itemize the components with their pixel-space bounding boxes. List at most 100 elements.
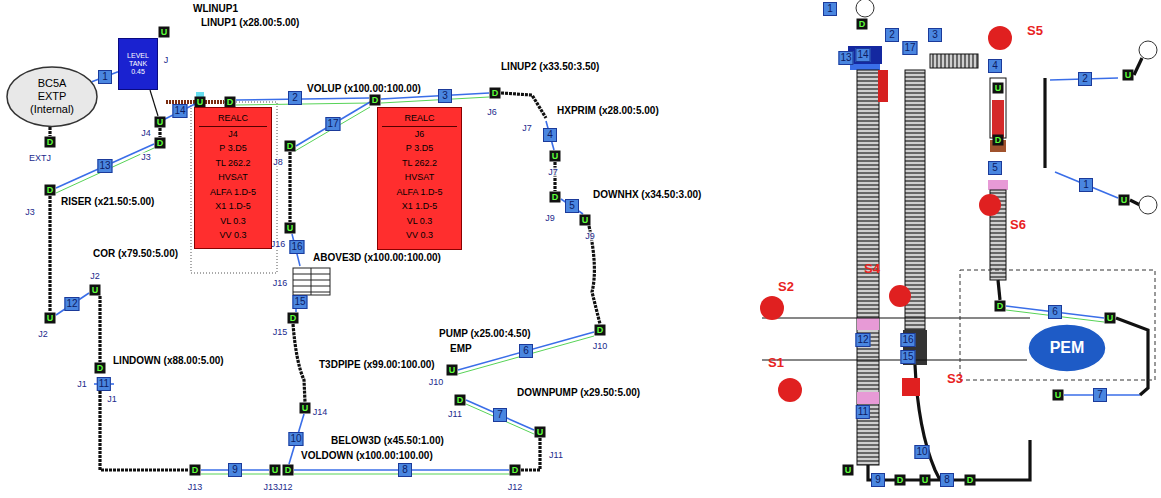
junction-label: J14 bbox=[312, 408, 329, 417]
junction-label: J1 bbox=[106, 395, 118, 404]
pipe bbox=[998, 280, 1000, 300]
callout-number: 6 bbox=[519, 344, 533, 358]
junction-label: J16 bbox=[272, 279, 289, 288]
junction-link bbox=[466, 400, 534, 430]
node-text: P 3.D5 bbox=[406, 141, 433, 156]
node-text: HVSAT bbox=[218, 170, 247, 185]
junction-label: J9 bbox=[544, 214, 556, 223]
junction-label: J7 bbox=[547, 168, 559, 177]
signal-line bbox=[56, 148, 154, 193]
callout-number: 8 bbox=[940, 473, 954, 487]
junction-marker: U bbox=[300, 403, 311, 414]
callout-number: 7 bbox=[1093, 388, 1107, 402]
junction-label: J13 bbox=[187, 483, 204, 492]
guide-line bbox=[762, 317, 1030, 318]
junction-label: J3 bbox=[140, 153, 152, 162]
pipe bbox=[50, 93, 600, 470]
junction-link bbox=[163, 103, 197, 120]
pipe bbox=[150, 90, 158, 116]
pipe bbox=[521, 438, 540, 470]
junction-link bbox=[56, 293, 89, 315]
junction-label: J16 bbox=[270, 240, 287, 249]
junction-label: J11 bbox=[447, 410, 463, 419]
callout-number: 8 bbox=[398, 463, 412, 477]
junction-marker: D bbox=[370, 95, 381, 106]
callout-number: 4 bbox=[543, 128, 557, 142]
junction-marker: D bbox=[190, 465, 201, 476]
callout-number: 5 bbox=[988, 161, 1002, 175]
junction-marker: D bbox=[857, 19, 868, 30]
pipe bbox=[158, 128, 161, 137]
callout-number: 17 bbox=[902, 41, 917, 55]
component-label: BELOW3D (x45.50:1.00) bbox=[330, 436, 445, 446]
callout-number: 14 bbox=[855, 48, 870, 62]
pipe-band bbox=[988, 180, 1008, 190]
junction-marker: U bbox=[1053, 390, 1064, 401]
pipe bbox=[288, 152, 291, 222]
node-text: 0.45 bbox=[131, 68, 145, 76]
component-label: DOWNPUMP (x29.50:5.00) bbox=[516, 388, 641, 398]
callout-number: 16 bbox=[900, 333, 915, 347]
junction-marker: U bbox=[447, 365, 458, 376]
boundary-icon bbox=[856, 0, 874, 17]
callout-number: 16 bbox=[289, 240, 304, 254]
node-text: VL 0.3 bbox=[407, 214, 433, 229]
ellipse-outline bbox=[1028, 324, 1106, 372]
callout-number: 1 bbox=[823, 2, 837, 16]
callout-number: 9 bbox=[228, 463, 242, 477]
callout-number: 4 bbox=[988, 59, 1002, 73]
callout-number: 13 bbox=[838, 51, 853, 65]
callout-number: 12 bbox=[855, 333, 870, 347]
callout-number: 3 bbox=[928, 28, 942, 42]
component-label: WLINUP1 bbox=[192, 4, 239, 14]
callout-number: 12 bbox=[64, 297, 79, 311]
junction-label: J10 bbox=[592, 342, 609, 351]
junction-marker: D bbox=[965, 475, 976, 486]
boundary-icon bbox=[1139, 196, 1157, 214]
component-label: ABOVE3D (x100.00:100.00) bbox=[312, 253, 442, 263]
sensor-marker bbox=[760, 26, 1012, 402]
junction-label: J3 bbox=[24, 208, 36, 217]
node-text: J4 bbox=[228, 127, 238, 142]
junction-label: J bbox=[163, 56, 170, 65]
callout-number: 9 bbox=[871, 473, 885, 487]
callout-number: 2 bbox=[885, 28, 899, 42]
node-text: REALC bbox=[382, 111, 457, 127]
inlet-block bbox=[850, 64, 880, 70]
pipe-column bbox=[990, 78, 1006, 138]
node-text: HVSAT bbox=[405, 170, 434, 185]
node-text: J6 bbox=[415, 127, 425, 142]
callout-number: 17 bbox=[325, 117, 340, 131]
component-label: LINUP1 (x28.00:5.00) bbox=[200, 18, 300, 28]
junction-label: J10 bbox=[428, 378, 445, 387]
junction-marker: D bbox=[550, 192, 561, 203]
pipe-band bbox=[857, 318, 879, 330]
junction-marker: U bbox=[920, 475, 931, 486]
pipe bbox=[1134, 58, 1142, 75]
node-text: TL 262.2 bbox=[215, 156, 250, 171]
group-outline bbox=[191, 102, 277, 273]
node-text: VL 0.3 bbox=[220, 214, 246, 229]
signal-line bbox=[236, 103, 369, 105]
component-label: T3DPIPE (x99.00:100.00) bbox=[318, 360, 436, 370]
sensor-marker bbox=[760, 296, 784, 320]
sensor-marker bbox=[889, 285, 911, 307]
callout-number: 10 bbox=[914, 445, 929, 459]
junction-label: J2 bbox=[89, 272, 101, 281]
component-label: EMP bbox=[449, 344, 473, 354]
pem-region bbox=[960, 270, 1155, 380]
sensor-marker bbox=[979, 194, 1001, 216]
pipe bbox=[1043, 78, 1046, 168]
signal-line bbox=[295, 107, 370, 151]
boundary-ellipse: BC5A EXTP (Internal) bbox=[6, 66, 98, 127]
junction-label: J12 bbox=[507, 483, 524, 492]
node-text: X1 1.D-5 bbox=[215, 199, 251, 214]
junction-link bbox=[296, 102, 370, 146]
boundary-icon bbox=[1139, 41, 1157, 59]
callout-number: 2 bbox=[1078, 72, 1092, 86]
junction-marker: U bbox=[580, 215, 591, 226]
junction-marker: D bbox=[490, 88, 501, 99]
junction-marker: D bbox=[285, 141, 296, 152]
callout-number: 14 bbox=[172, 104, 187, 118]
